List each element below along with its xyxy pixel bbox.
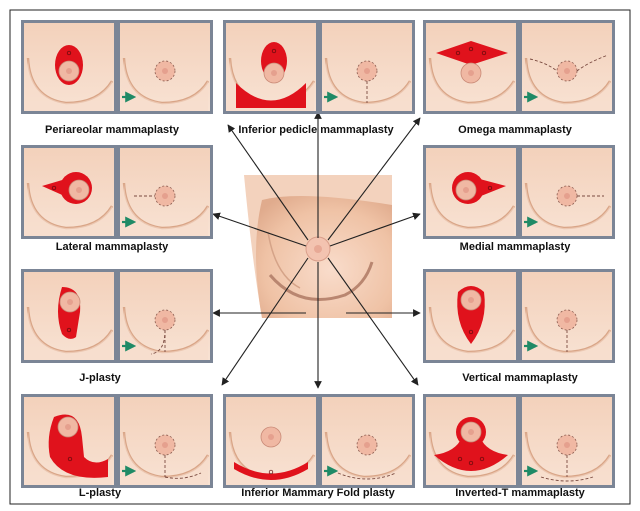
label-periareolar: Periareolar mammaplasty	[45, 124, 180, 136]
before-panel-inferior-pedicle	[226, 23, 316, 111]
panel-lateral: Lateral mammaplasty	[21, 145, 213, 253]
omega-incision-icon	[436, 41, 508, 84]
technique-panels: Periareolar mammaplasty Inferior pedicle …	[21, 20, 615, 499]
after-panel-inferior-pedicle	[322, 23, 412, 111]
before-panel-medial	[426, 148, 516, 236]
before-panel-vertical	[426, 272, 516, 360]
label-j-plasty: J-plasty	[79, 372, 121, 384]
before-panel-periareolar	[24, 23, 114, 111]
label-omega: Omega mammaplasty	[458, 124, 573, 136]
center-breast-illustration	[244, 175, 392, 318]
after-panel-lateral	[120, 148, 210, 236]
panel-vertical: Vertical mammaplasty	[423, 269, 615, 384]
before-panel-inverted-t	[426, 397, 516, 485]
panel-inverted-t: Inverted-T mammaplasty	[423, 394, 615, 499]
before-panel-inferior-fold	[226, 397, 316, 485]
panel-inferior-pedicle: Inferior pedicle mammaplasty	[223, 20, 415, 136]
after-panel-j-plasty	[120, 272, 210, 360]
label-inferior-pedicle: Inferior pedicle mammaplasty	[238, 124, 394, 136]
label-inverted-t: Inverted-T mammaplasty	[455, 487, 585, 499]
panel-omega: Omega mammaplasty	[423, 20, 615, 136]
inverted-t-incision-icon	[434, 417, 508, 471]
after-panel-l-plasty	[120, 397, 210, 485]
panel-periareolar: Periareolar mammaplasty	[21, 20, 213, 136]
label-medial: Medial mammaplasty	[460, 241, 572, 253]
before-panel-l-plasty	[24, 397, 114, 485]
after-panel-periareolar	[120, 23, 210, 111]
panel-inferior-fold: Inferior Mammary Fold plasty	[223, 394, 415, 499]
panel-medial: Medial mammaplasty	[423, 145, 615, 253]
before-panel-lateral	[24, 148, 114, 236]
after-panel-vertical	[522, 272, 612, 360]
inframammary-incision-icon	[234, 426, 308, 480]
after-panel-medial	[522, 148, 612, 236]
label-vertical: Vertical mammaplasty	[462, 372, 578, 384]
panel-l-plasty: L-plasty	[21, 394, 213, 499]
before-panel-omega	[426, 23, 516, 111]
medial-incision-icon	[452, 172, 506, 204]
radiating-arrows	[212, 111, 421, 389]
vertical-incision-icon	[457, 286, 485, 344]
l-incision-icon	[48, 414, 108, 478]
panel-j-plasty: J-plasty	[21, 269, 213, 384]
after-panel-omega	[522, 23, 612, 111]
label-inferior-fold: Inferior Mammary Fold plasty	[241, 487, 395, 499]
label-l-plasty: L-plasty	[79, 487, 122, 499]
after-panel-inferior-fold	[322, 397, 412, 485]
inferior-pedicle-incision-icon	[236, 42, 306, 108]
periareolar-incision-icon	[55, 45, 83, 85]
j-incision-icon	[58, 287, 81, 339]
before-panel-j-plasty	[24, 272, 114, 360]
outer-border	[9, 9, 631, 505]
after-panel-inverted-t	[522, 397, 612, 485]
label-lateral: Lateral mammaplasty	[56, 241, 169, 253]
lateral-incision-icon	[42, 172, 92, 204]
